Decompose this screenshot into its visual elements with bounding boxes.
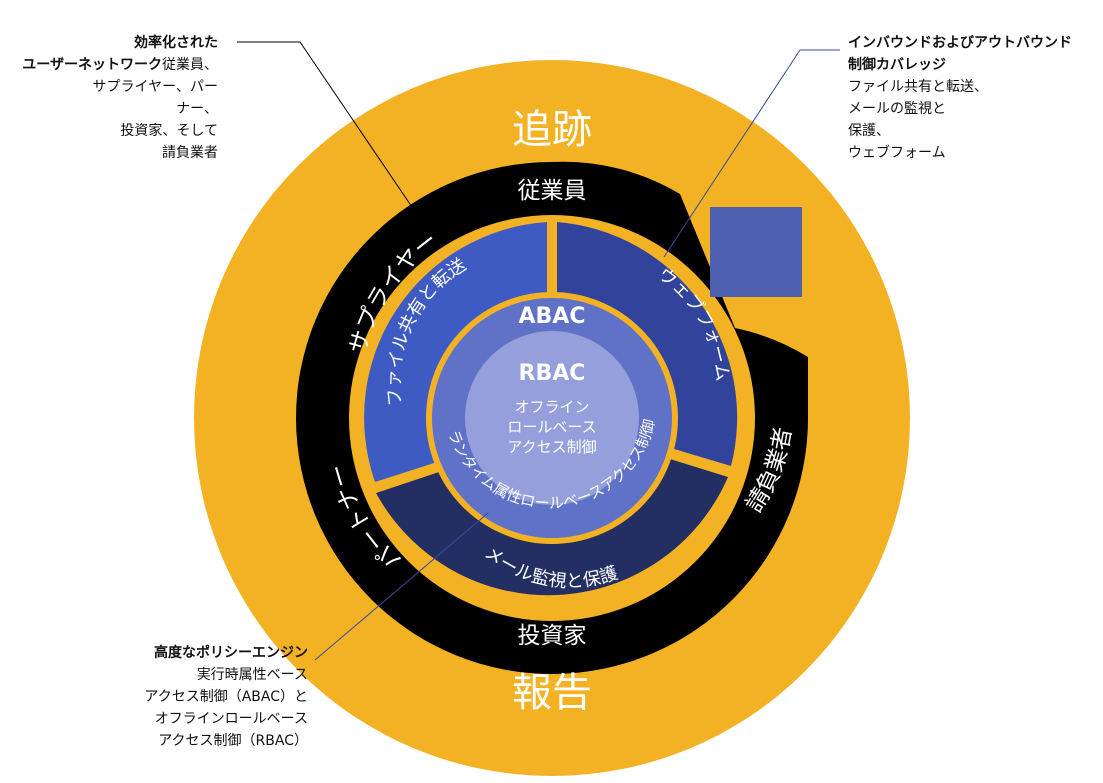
callout-policy-engine-title: 高度なポリシーエンジン: [154, 645, 308, 661]
callout-control-coverage-line-4: メールの監視と: [848, 101, 946, 117]
callout-user-network-line-5: 投資家、そして: [120, 123, 218, 139]
rbac-line-2: ロールベース: [507, 418, 596, 436]
rbac-title: RBAC: [519, 361, 586, 386]
callout-control-coverage-line-6: ウェブフォーム: [848, 145, 946, 161]
callout-user-network-line-2-rest: 従業員、: [162, 57, 218, 73]
rbac-line-1: オフライン: [514, 398, 589, 416]
leader-line-right-top: [663, 49, 840, 258]
investors-label: 投資家: [518, 623, 587, 649]
callout-user-network-line-6: 請負業者: [162, 145, 218, 161]
callout-control-coverage-line-3: ファイル共有と転送、: [848, 79, 988, 95]
leader-line-left-top: [237, 41, 413, 208]
reporting-label: 報告: [512, 670, 592, 716]
callout-user-network-title-1: 効率化された: [134, 35, 218, 51]
employees-label: 従業員: [518, 178, 587, 204]
leader-line-left-bottom: [314, 512, 489, 661]
callout-policy-engine: 高度なポリシーエンジン 実行時属性ベース アクセス制御（ABAC）と オフライン…: [144, 642, 308, 752]
callout-user-network-line-4: ナー、: [176, 101, 218, 117]
callout-control-coverage-title-1: インバウンドおよびアウトバウンド: [848, 35, 1072, 51]
callout-policy-engine-line-5: アクセス制御（RBAC）: [158, 733, 308, 749]
callout-user-network-line-3: サプライヤー、パー: [92, 79, 218, 95]
rbac-core: [465, 331, 639, 505]
rbac-line-3: アクセス制御: [507, 438, 596, 456]
callout-control-coverage-title-2: 制御カバレッジ: [848, 57, 946, 73]
callout-user-network-title-2: ユーザーネットワーク: [22, 57, 162, 73]
callout-user-network: 効率化された ユーザーネットワーク従業員、 サプライヤー、パー ナー、 投資家、…: [22, 32, 218, 164]
callout-policy-engine-line-2: 実行時属性ベース: [196, 667, 308, 683]
callout-policy-engine-line-3: アクセス制御（ABAC）と: [144, 689, 308, 705]
callout-user-network-line-2: ユーザーネットワーク従業員、: [22, 54, 218, 76]
decorative-square: [710, 207, 802, 297]
callout-policy-engine-line-4: オフラインロールベース: [154, 711, 308, 727]
abac-title: ABAC: [519, 304, 586, 329]
callout-control-coverage-line-5: 保護、: [848, 123, 890, 139]
tracking-label: 追跡: [512, 107, 592, 153]
callout-control-coverage: インバウンドおよびアウトバウンド 制御カバレッジ ファイル共有と転送、 メールの…: [848, 32, 1072, 164]
